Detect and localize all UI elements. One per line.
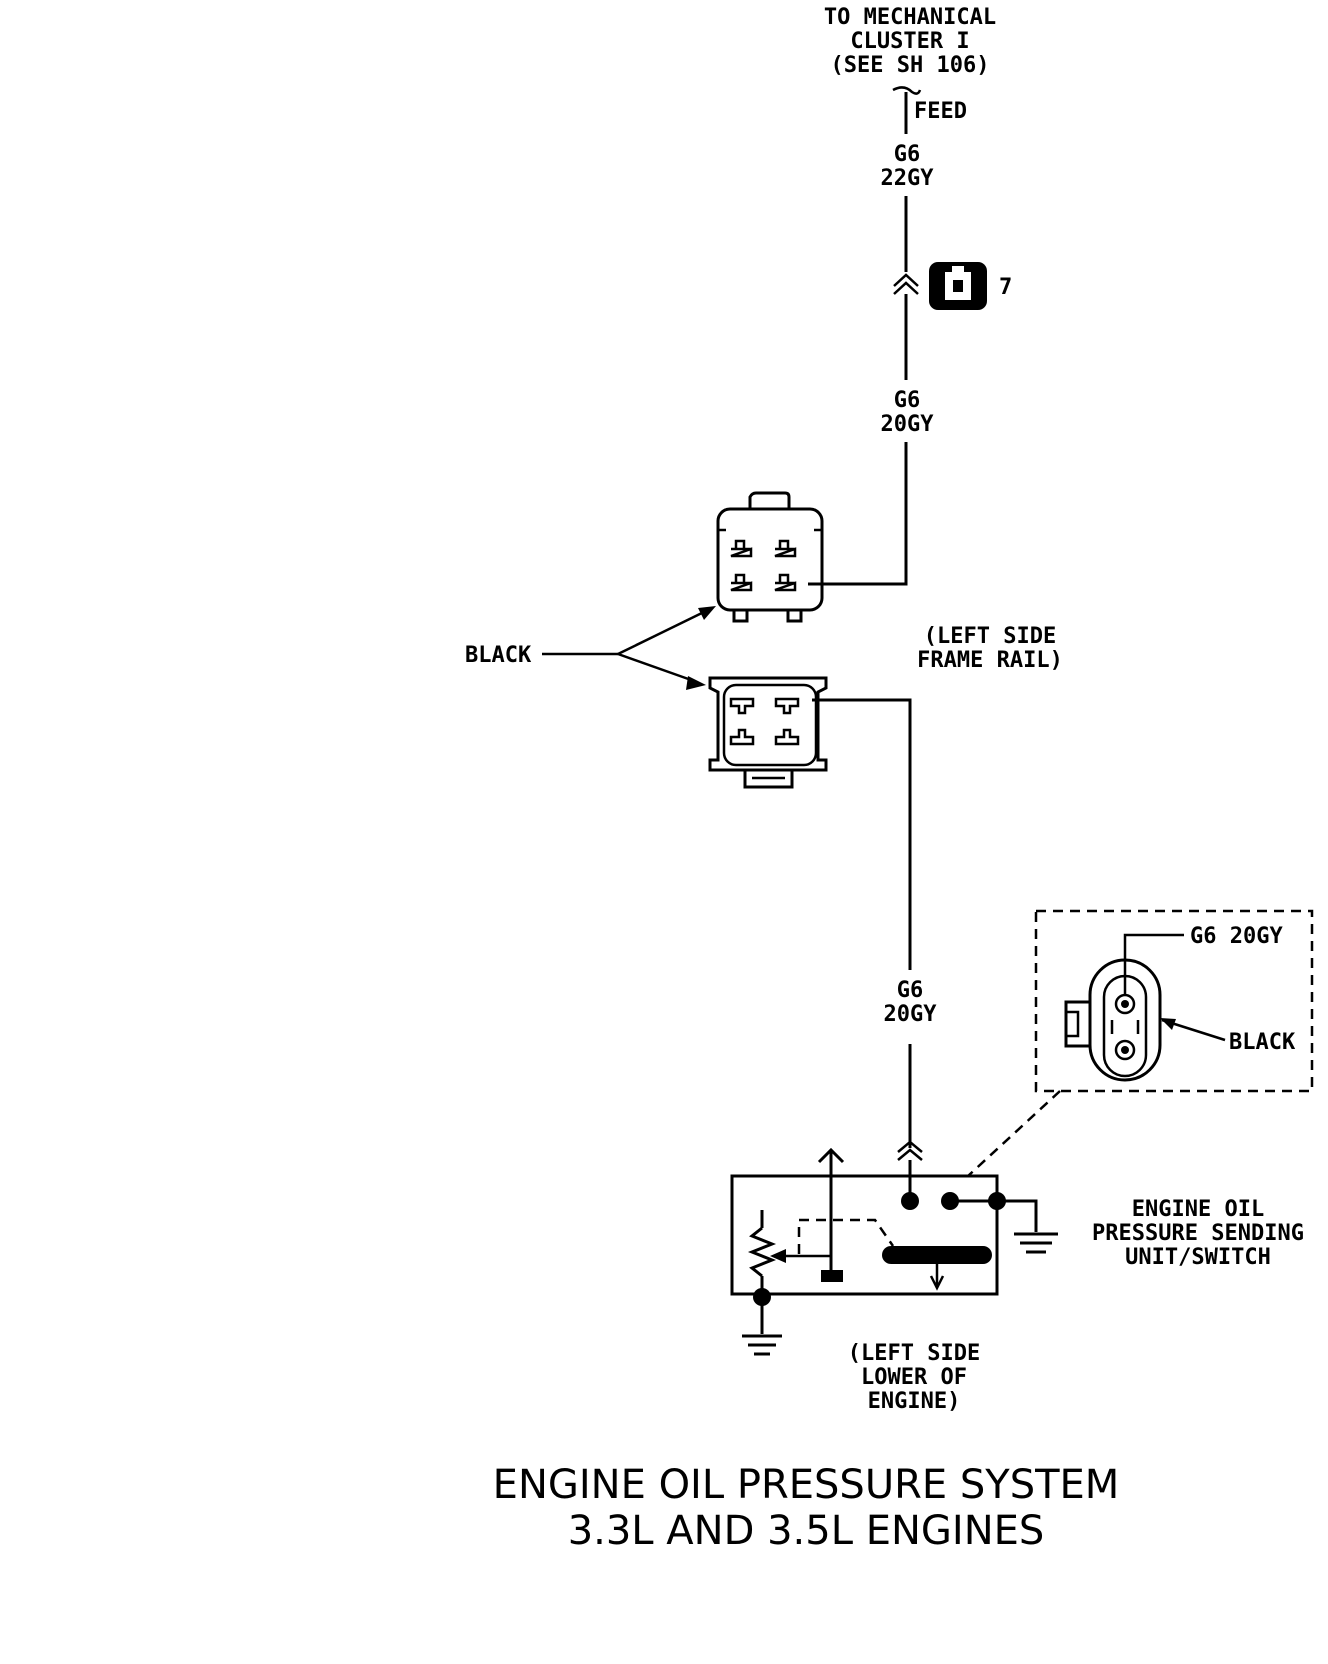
inset-connector-label: BLACK (1229, 1030, 1296, 1055)
feed-break-symbol (892, 86, 922, 95)
feed-label: FEED (914, 99, 967, 124)
upper-wire-circuit: G6 (894, 142, 921, 167)
sender-name-line-2: PRESSURE SENDING (1092, 1221, 1304, 1246)
harness-connector-upper (716, 491, 824, 623)
connector-location-line-1: (LEFT SIDE (924, 624, 1056, 649)
destination-line-1: TO MECHANICAL (824, 5, 996, 30)
destination-label: TO MECHANICAL CLUSTER I (SEE SH 106) (824, 5, 996, 78)
connector-location-line-2: FRAME RAIL) (917, 648, 1063, 673)
diagram-title-line-1: ENGINE OIL PRESSURE SYSTEM (493, 1462, 1120, 1508)
oil-pressure-sender-schematic (730, 1147, 1006, 1334)
sender-location-line-3: ENGINE) (868, 1389, 961, 1414)
connector-color-label: BLACK (465, 643, 532, 668)
destination-line-3: (SEE SH 106) (831, 53, 990, 78)
sender-location-line-2: LOWER OF (861, 1365, 967, 1390)
harness-connector-lower (708, 676, 828, 789)
wire-sender-ground (997, 1199, 1038, 1232)
ground-icon (1014, 1232, 1058, 1254)
wire-g6-20gy-lower-segment (812, 698, 912, 970)
sender-location-line-1: (LEFT SIDE (848, 1341, 980, 1366)
ground-icon (742, 1334, 782, 1356)
upper-wire-gauge-color: 22GY (881, 166, 935, 191)
middle-wire-gauge-color: 20GY (881, 412, 935, 437)
connector-color-leader (542, 606, 716, 690)
lower-wire-gauge-color: 20GY (884, 1002, 938, 1027)
wire-g6-20gy-to-connector (808, 442, 908, 586)
sender-inline-connector-symbol (897, 1140, 923, 1161)
middle-wire-circuit: G6 (894, 388, 921, 413)
sender-name-line-1: ENGINE OIL (1132, 1197, 1264, 1222)
destination-line-2: CLUSTER I (850, 29, 969, 54)
diagram-title-line-2: 3.3L AND 3.5L ENGINES (568, 1508, 1045, 1554)
inline-connector-symbol (893, 273, 919, 295)
sender-name-line-3: UNIT/SWITCH (1125, 1245, 1271, 1270)
sender-housing (730, 1174, 999, 1296)
connector-detail-inset (967, 909, 1314, 1177)
connector-reference-number: 7 (999, 275, 1012, 300)
inset-wire-label: G6 20GY (1190, 924, 1283, 949)
sender-signal-terminal (901, 1192, 919, 1210)
connector-reference-icon (929, 262, 987, 310)
lower-wire-circuit: G6 (897, 978, 924, 1003)
